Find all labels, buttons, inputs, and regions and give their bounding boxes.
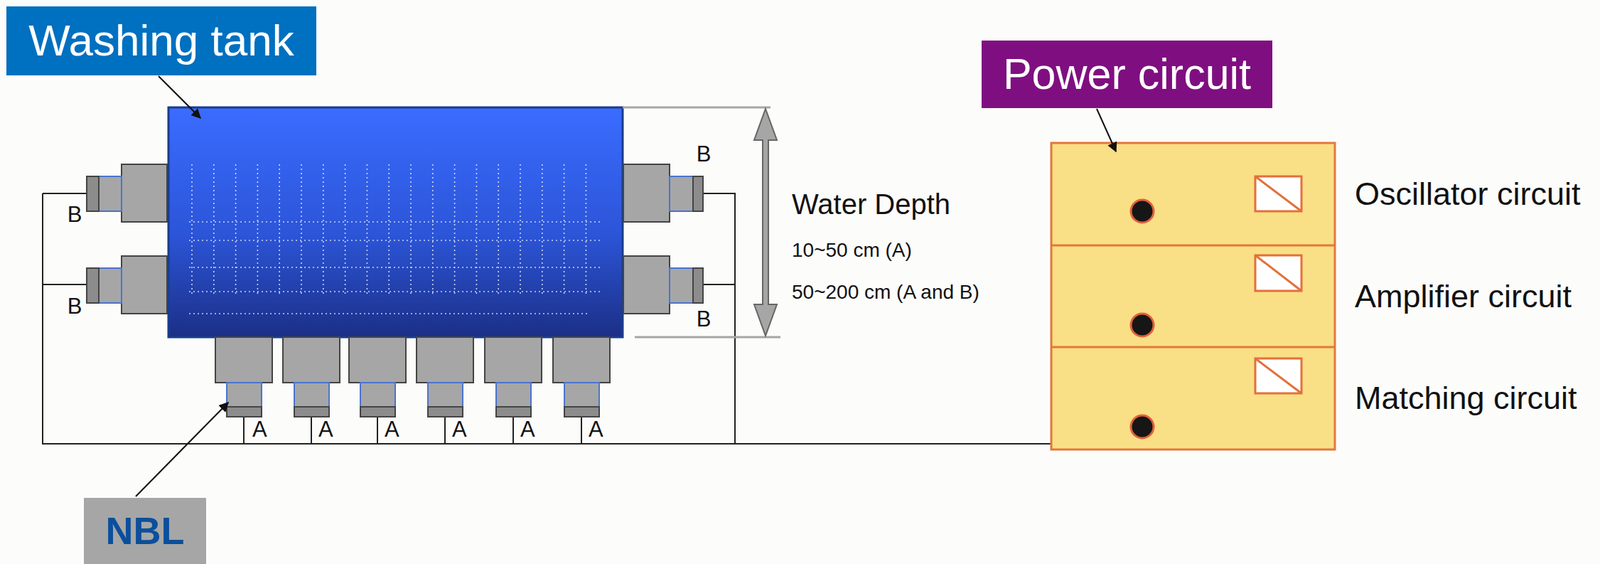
tank-grid <box>189 164 603 314</box>
transducer-label: B <box>67 294 83 319</box>
node-label: Washing tank <box>28 16 294 65</box>
transducer-label: B <box>67 202 83 227</box>
washing-tank <box>168 107 623 337</box>
node-label: NBL <box>105 509 185 552</box>
transducer-label: B <box>696 142 712 167</box>
power-circuit-box <box>1051 142 1335 450</box>
transducer-label: B <box>696 307 712 332</box>
node-label: Oscillator circuit <box>1354 176 1581 212</box>
transducer-label: A <box>384 417 400 442</box>
node-label: Power circuit <box>1002 50 1251 99</box>
transducers <box>86 164 703 417</box>
transducer-label: A <box>252 417 268 442</box>
label-box: Power circuit <box>981 40 1273 109</box>
node-label: Matching circuit <box>1354 380 1578 416</box>
transducer-label: A <box>452 417 467 442</box>
transducer-label: A <box>520 417 536 442</box>
dimension-text: Water Depth <box>791 188 951 220</box>
label-box: Washing tank <box>6 6 317 76</box>
node-label: Amplifier circuit <box>1354 278 1572 315</box>
leader-lines <box>135 76 1116 497</box>
dimension-text: 50~200 cm (A and B) <box>791 281 980 304</box>
label-box: NBL <box>83 497 207 564</box>
dimension-text: 10~50 cm (A) <box>791 239 912 262</box>
circuit-section: Matching circuit <box>1051 346 1335 450</box>
transducer-label: A <box>588 417 604 442</box>
circuit-section: Oscillator circuit <box>1051 142 1335 246</box>
circuit-section: Amplifier circuit <box>1051 245 1335 347</box>
water-depth-dimension <box>622 107 781 337</box>
transducer-label: A <box>318 417 334 442</box>
